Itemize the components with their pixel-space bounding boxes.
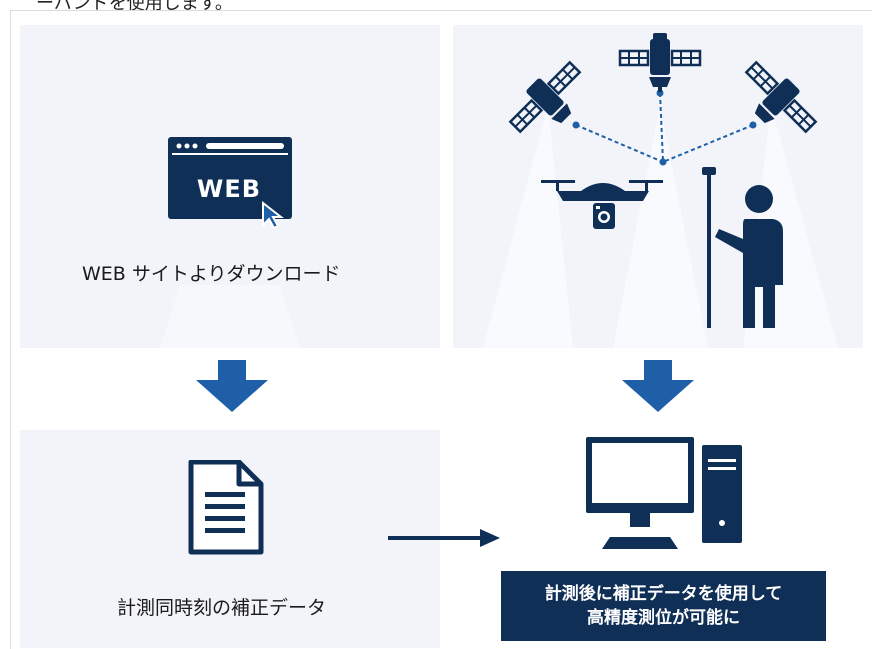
document-icon (188, 460, 264, 555)
result-box: 計測後に補正データを使用して 高精度測位が可能に (501, 571, 826, 641)
gnss-survey-panel (453, 25, 863, 348)
satellite-right-icon (744, 60, 818, 134)
satellite-center-icon (618, 33, 702, 92)
panel-beams (160, 285, 300, 348)
frame-left-line (10, 10, 11, 649)
gnss-survey-illustration (483, 33, 838, 348)
frame-top-line (10, 10, 872, 11)
web-download-label: WEB サイトよりダウンロード (82, 263, 341, 285)
drone-icon (541, 180, 663, 229)
result-line-1: 計測後に補正データを使用して (544, 584, 783, 604)
top-caption: ーバンドを使用します。 (36, 0, 233, 14)
web-icon-label: WEB (196, 175, 262, 203)
correction-data-panel: 計測同時刻の補正データ (20, 430, 440, 648)
web-download-panel: WEB WEB サイトよりダウンロード (20, 25, 440, 348)
result-line-2: 高精度測位が可能に (587, 608, 740, 628)
surveyor-icon (702, 167, 783, 328)
down-arrow-left (196, 360, 268, 412)
correction-data-label: 計測同時刻の補正データ (117, 597, 327, 619)
satellite-left-icon (508, 60, 582, 134)
browser-web-icon (168, 137, 292, 229)
signal-lines (575, 92, 754, 163)
right-arrow (388, 529, 500, 547)
computer-icon (586, 437, 742, 549)
down-arrow-right (622, 360, 694, 412)
